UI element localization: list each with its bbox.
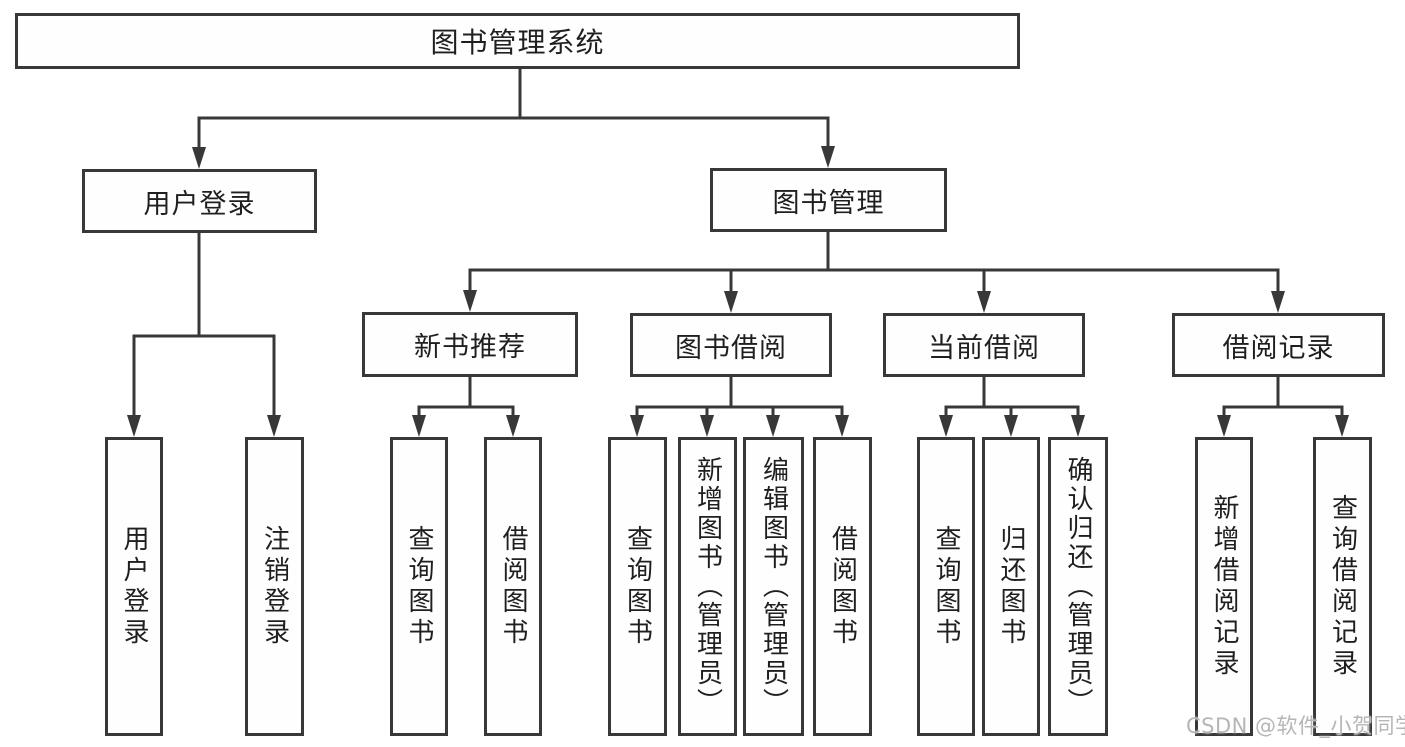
- node-new-book-recommendation: 新书推荐: [362, 312, 578, 377]
- connector-borrowing-records-branch: [1222, 375, 1344, 418]
- connector-new-book-recommendation-branch: [417, 375, 515, 418]
- leaf-add-borrow-record: 新增借阅记录: [1195, 437, 1253, 736]
- leaf-query-books-borrowing: 查询图书: [608, 437, 667, 736]
- leaf-query-books-current: 查询图书: [917, 437, 975, 736]
- node-borrowing-records: 借阅记录: [1172, 313, 1385, 377]
- node-library-management-system: 图书管理系统: [15, 13, 1020, 69]
- connector-user-login-branch: [132, 231, 276, 418]
- arrowheads: [127, 146, 1349, 437]
- leaf-confirm-return-admin: 确认归还（管理员）: [1048, 437, 1108, 736]
- leaf-edit-books-admin: 编辑图书（管理员）: [743, 437, 804, 736]
- node-book-borrowing: 图书借阅: [630, 313, 832, 377]
- leaf-query-borrow-record: 查询借阅记录: [1313, 437, 1372, 736]
- leaf-borrow-books-recommendation: 借阅图书: [484, 437, 542, 736]
- node-user-login: 用户登录: [82, 169, 317, 233]
- watermark: CSDN @软件_小贺同学: [1186, 714, 1405, 738]
- node-book-management: 图书管理: [710, 168, 947, 232]
- leaf-add-books-admin: 新增图书（管理员）: [678, 437, 737, 736]
- node-current-borrowing: 当前借阅: [883, 313, 1085, 377]
- connector-book-borrowing-branch: [635, 375, 844, 418]
- leaf-user-login: 用户登录: [105, 437, 163, 736]
- connector-book-management-branch: [468, 230, 1280, 294]
- leaf-logout: 注销登录: [245, 437, 304, 736]
- connector-root-to-level2: [197, 67, 830, 150]
- leaf-query-books-recommendation: 查询图书: [390, 437, 448, 736]
- leaf-borrow-books: 借阅图书: [813, 437, 872, 736]
- leaf-return-books: 归还图书: [982, 437, 1040, 736]
- connector-current-borrowing-branch: [944, 375, 1080, 418]
